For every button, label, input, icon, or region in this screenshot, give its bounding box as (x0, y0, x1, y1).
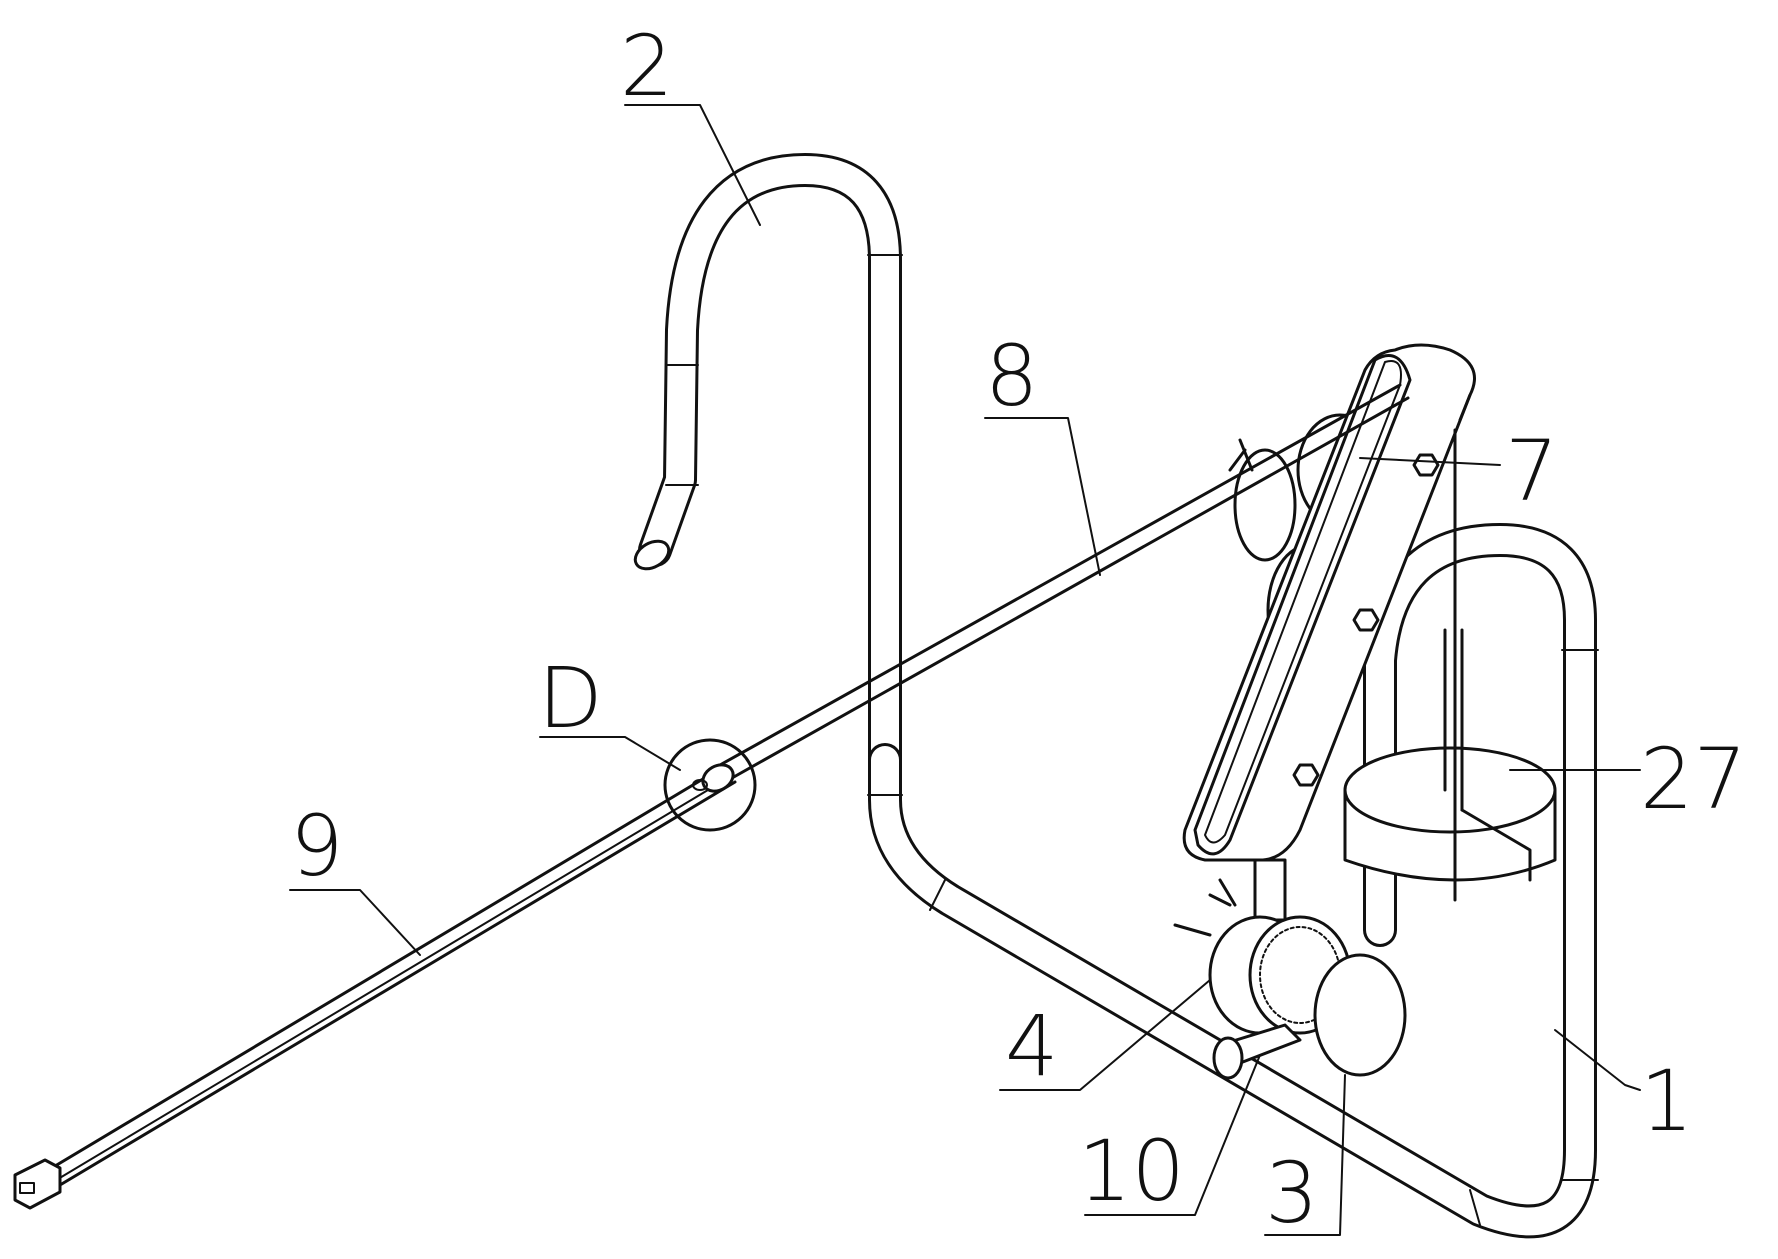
weight-block (1343, 628, 1557, 882)
callout-1: 1 (1640, 1052, 1693, 1150)
callout-d: D (538, 649, 603, 747)
callout-3: 3 (1265, 1144, 1318, 1242)
strap-upper (718, 383, 1410, 780)
pulley-plate (1182, 343, 1476, 902)
strap-lower (13, 768, 737, 1210)
callout-9: 9 (290, 797, 343, 895)
callout-7: 7 (1505, 422, 1558, 520)
callout-27: 27 (1640, 730, 1747, 828)
callout-10: 10 (1078, 1122, 1185, 1220)
hook-tube (633, 153, 903, 797)
detail-circle-d (663, 738, 757, 832)
callout-2: 2 (620, 17, 673, 115)
callout-8: 8 (985, 327, 1038, 425)
leader-lines (289, 104, 1641, 1236)
gear-assembly (1173, 858, 1407, 1080)
callout-4: 4 (1005, 997, 1058, 1095)
